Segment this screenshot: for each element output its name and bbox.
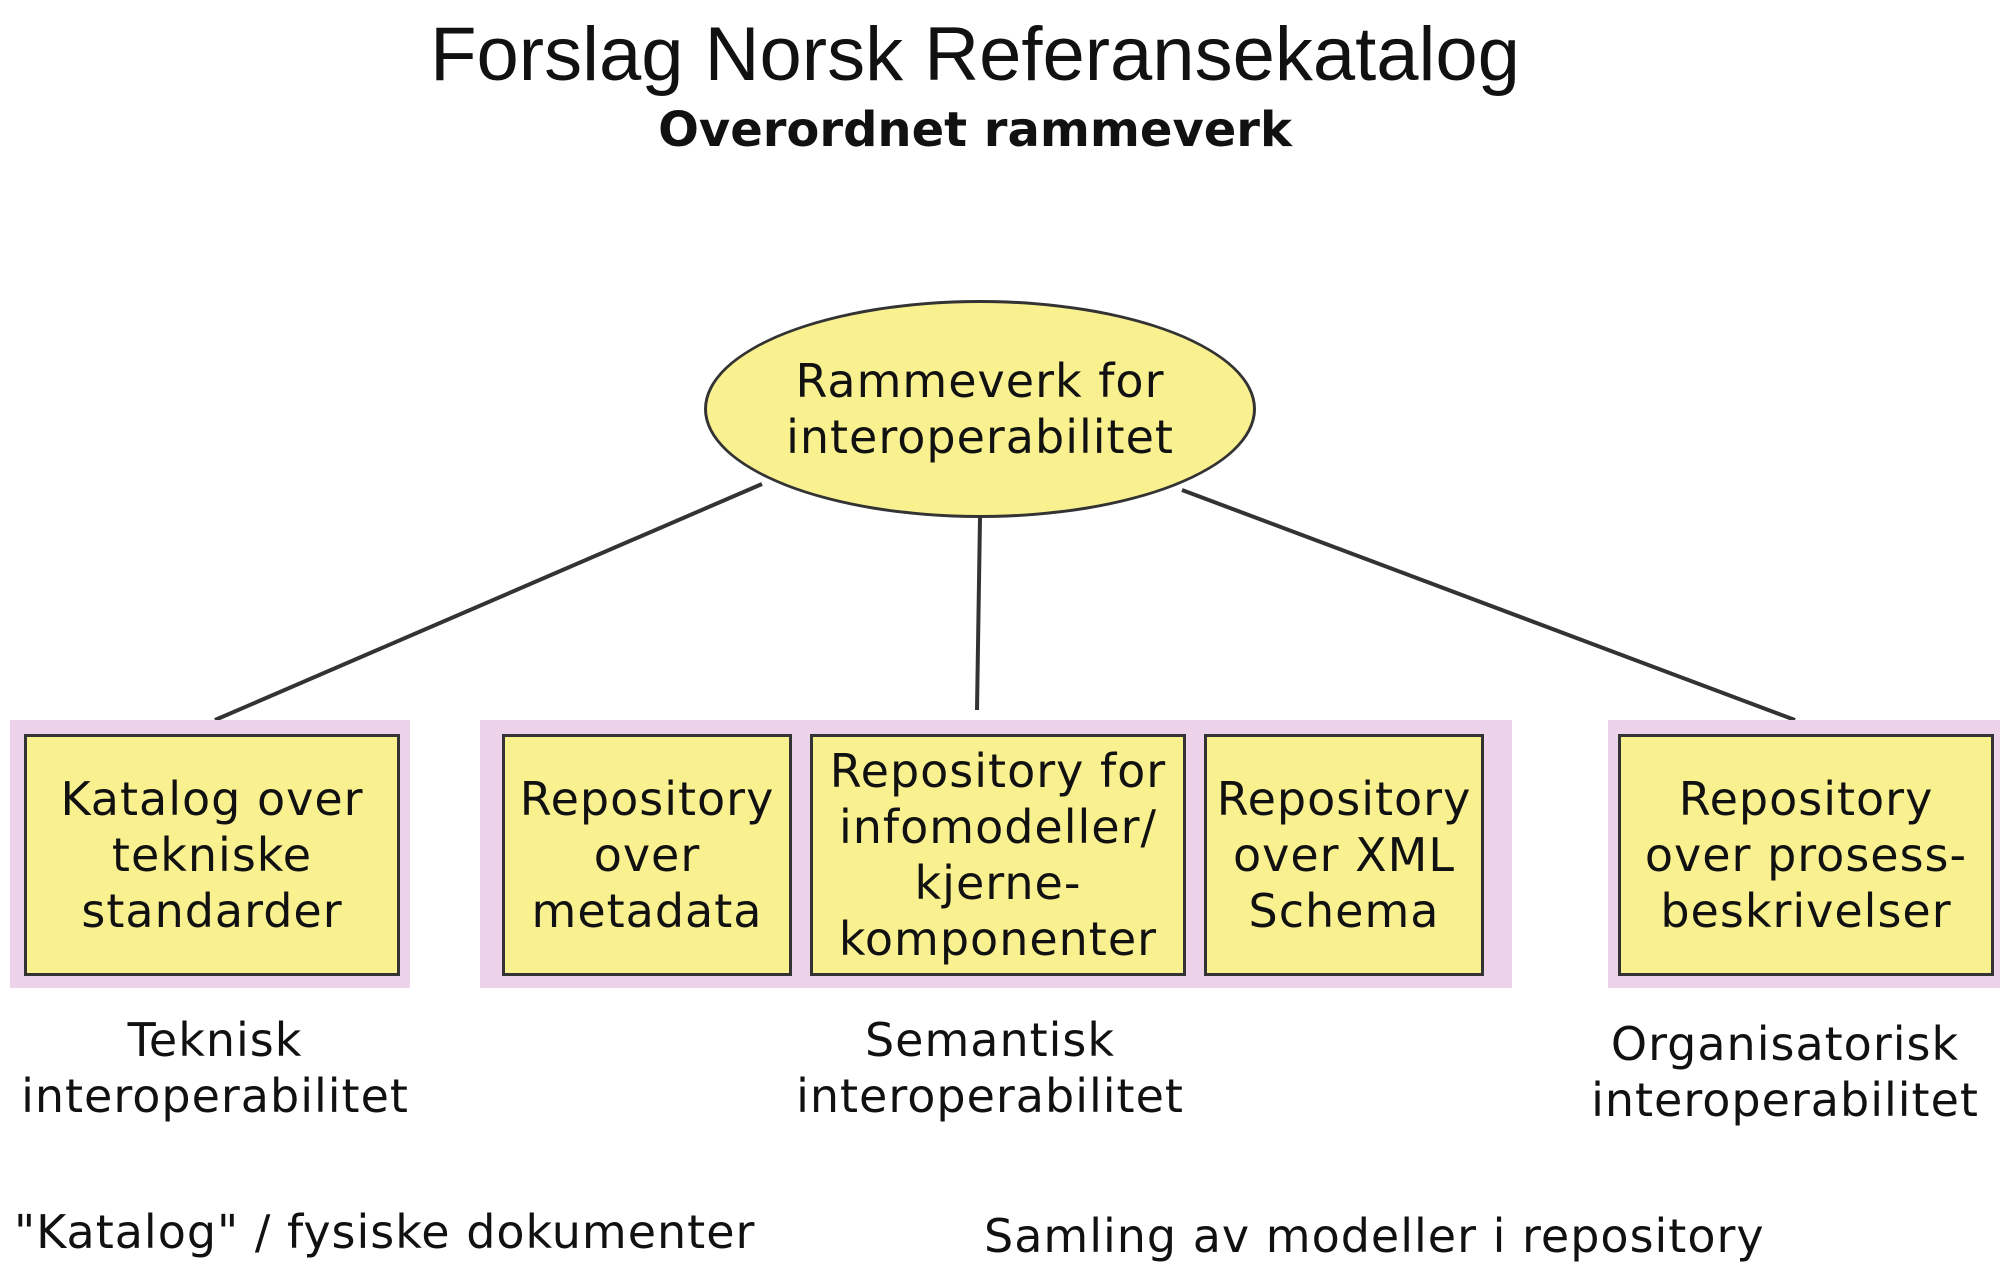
box-line: Repository: [1216, 772, 1472, 826]
caption-line: Semantisk: [864, 1013, 1116, 1067]
box-line: over prosess-: [1644, 828, 1968, 882]
caption-line: Organisatorisk: [1610, 1017, 1960, 1071]
box-line: tekniske: [111, 828, 313, 882]
connector-to-organisatorisk: [1181, 488, 1796, 722]
box-repository-prosessbeskrivelser: Repository over prosess- beskrivelser: [1618, 734, 1994, 976]
connector-to-teknisk: [214, 482, 763, 722]
box-line: kjerne-: [914, 856, 1082, 910]
box-line: beskrivelser: [1660, 884, 1952, 938]
caption-line: interoperabilitet: [796, 1069, 1184, 1123]
box-katalog-tekniske-standarder: Katalog over tekniske standarder: [24, 734, 400, 976]
box-line: komponenter: [838, 912, 1158, 966]
connector-to-semantisk: [975, 517, 982, 711]
box-line: infomodeller/: [838, 800, 1157, 854]
box-repository-metadata: Repository over metadata: [502, 734, 792, 976]
caption-line: interoperabilitet: [1591, 1073, 1979, 1127]
root-node-line-1: Rammeverk for: [795, 354, 1165, 408]
caption-line: interoperabilitet: [21, 1069, 409, 1123]
box-repository-xml-schema: Repository over XML Schema: [1204, 734, 1484, 976]
box-line: over XML: [1232, 828, 1455, 882]
caption-teknisk-interoperabilitet: Teknisk interoperabilitet: [0, 1012, 430, 1124]
box-line: metadata: [531, 884, 763, 938]
root-node-rammeverk: Rammeverk for interoperabilitet: [704, 300, 1256, 518]
note-samling-modeller-repository: Samling av modeller i repository: [984, 1209, 1765, 1263]
box-line: Repository: [519, 772, 775, 826]
root-node-line-2: interoperabilitet: [786, 410, 1174, 464]
box-line: over: [593, 828, 701, 882]
note-katalog-fysiske-dokumenter: "Katalog" / fysiske dokumenter: [14, 1205, 756, 1259]
box-line: standarder: [81, 884, 343, 938]
box-line: Repository: [1678, 772, 1934, 826]
box-line: Katalog over: [60, 772, 364, 826]
box-line: Repository for: [829, 744, 1167, 798]
box-line: Schema: [1248, 884, 1440, 938]
caption-line: Teknisk: [127, 1013, 303, 1067]
caption-semantisk-interoperabilitet: Semantisk interoperabilitet: [740, 1012, 1240, 1124]
diagram-title: Forslag Norsk Referansekatalog: [430, 12, 1520, 97]
diagram-subtitle: Overordnet rammeverk: [658, 102, 1292, 158]
box-repository-infomodeller: Repository for infomodeller/ kjerne- kom…: [810, 734, 1186, 976]
caption-organisatorisk-interoperabilitet: Organisatorisk interoperabilitet: [1570, 1016, 2000, 1128]
